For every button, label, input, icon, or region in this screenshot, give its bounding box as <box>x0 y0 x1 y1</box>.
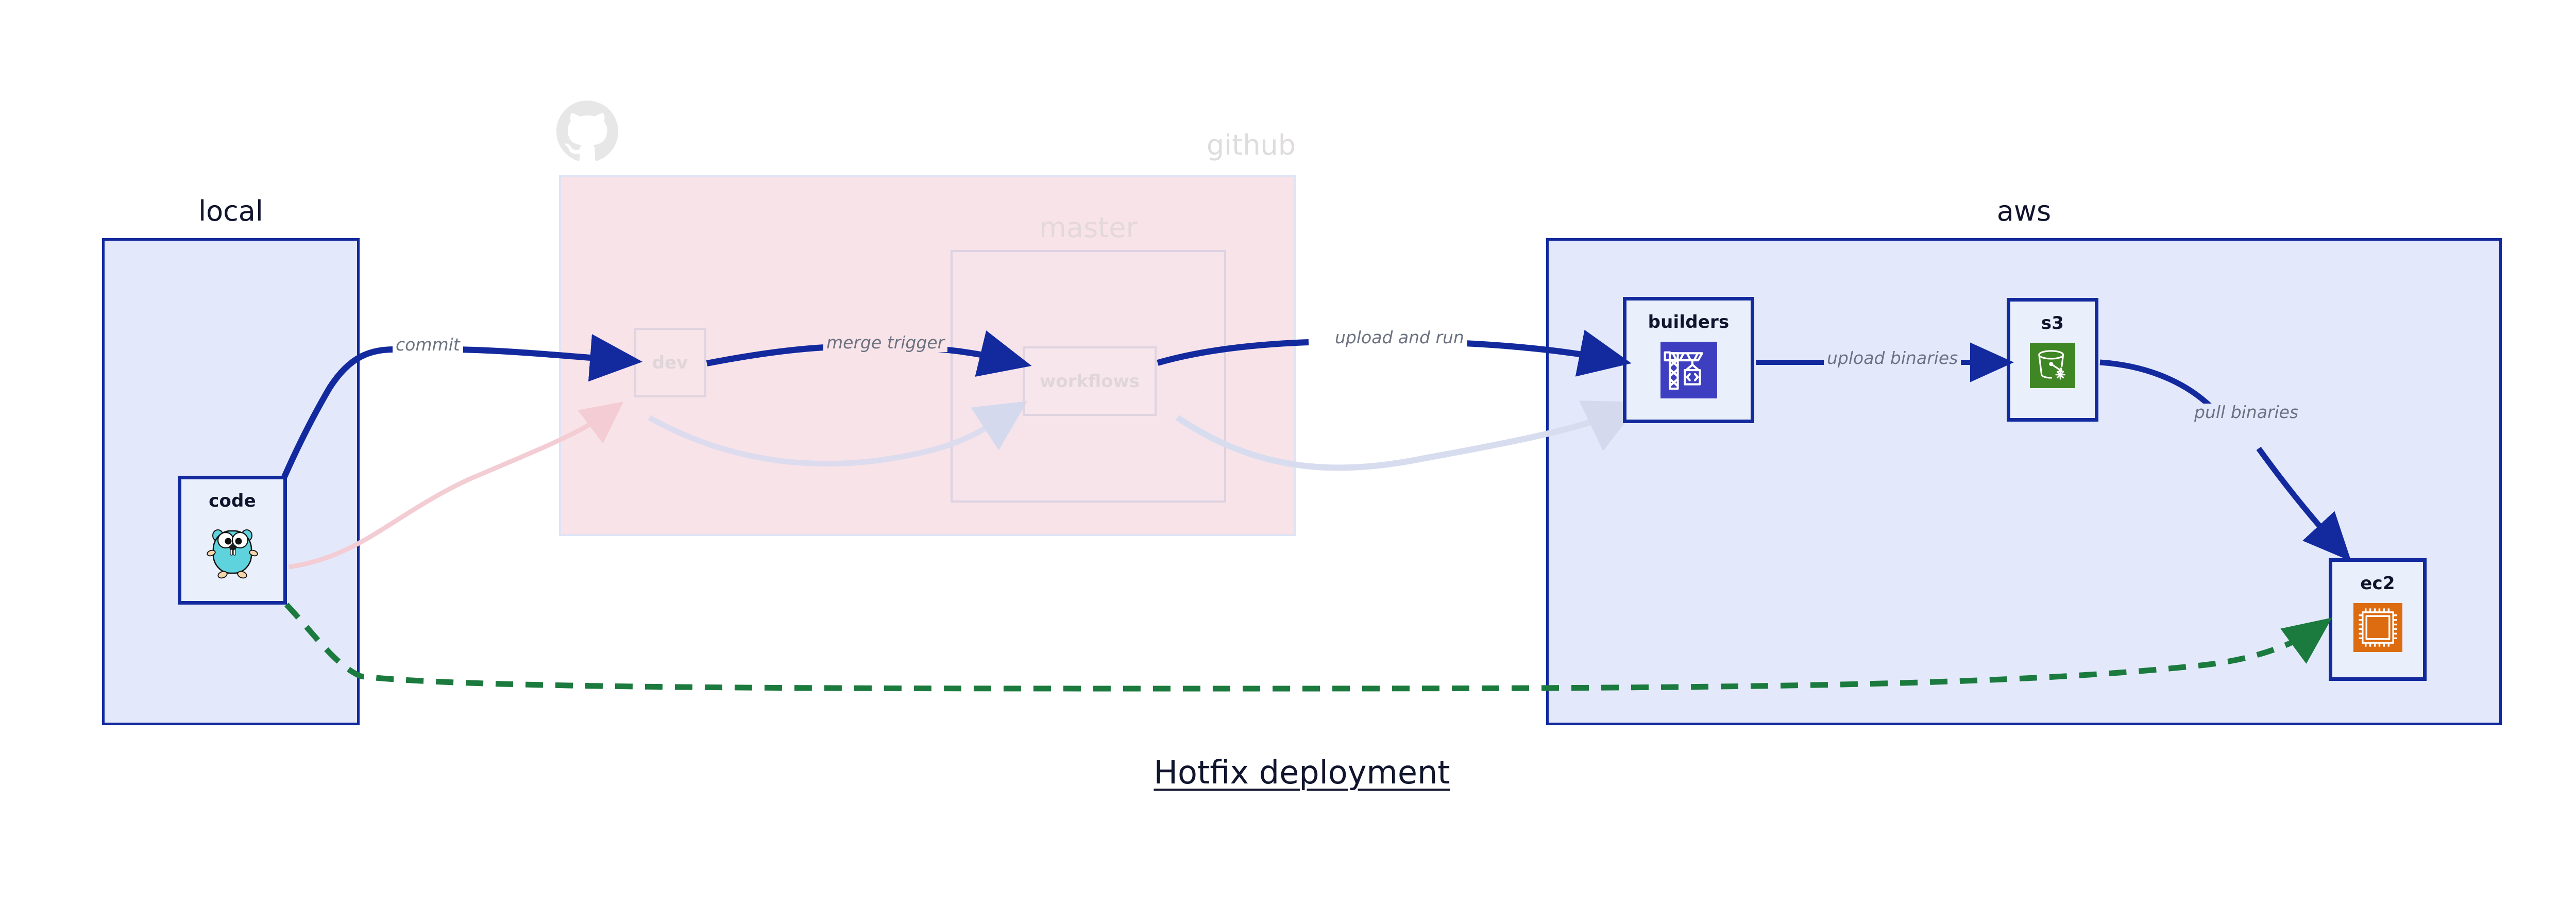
node-dev[interactable]: dev <box>634 328 706 397</box>
node-ec2-label: ec2 <box>2360 573 2395 594</box>
edge-workflows-to-builders[interactable] <box>1157 339 1309 366</box>
group-local-label: local <box>198 195 263 227</box>
aws-s3-bucket-icon <box>2030 343 2075 390</box>
edge-code-to-ec2-hotfix[interactable] <box>284 603 2332 692</box>
edge-code-to-dev[interactable] <box>281 346 395 478</box>
edge-code-to-dev-tail[interactable] <box>453 334 643 382</box>
group-master-label: master <box>1039 211 1138 244</box>
group-github-label: github <box>1206 129 1296 161</box>
edge-label-upload-binaries: upload binaries <box>1824 349 1961 368</box>
group-aws-label: aws <box>1996 195 2052 227</box>
aws-codebuild-crane-icon <box>1660 342 1717 400</box>
edge-s3-to-ec2-tail[interactable] <box>2256 446 2351 561</box>
node-s3[interactable]: s3 <box>2007 298 2098 422</box>
node-workflows[interactable]: workflows <box>1023 346 1157 416</box>
ghost-edge-code-to-dev <box>288 402 624 570</box>
ghost-edge-workflows-to-builders <box>1175 400 1641 471</box>
node-workflows-label: workflows <box>1039 371 1140 392</box>
diagram-title: Hotfix deployment <box>1154 754 1450 791</box>
ghost-edge-dev-to-workflows <box>648 400 1028 467</box>
edge-label-merge-trigger: merge trigger <box>823 333 948 352</box>
edge-label-commit: commit <box>393 336 463 354</box>
aws-ec2-chip-icon <box>2353 603 2402 654</box>
node-s3-label: s3 <box>2041 313 2064 333</box>
go-gopher-icon <box>205 521 260 583</box>
node-code[interactable]: code <box>178 476 287 605</box>
node-builders-label: builders <box>1648 312 1730 332</box>
edge-label-pull-binaries: pull binaries <box>2191 403 2302 422</box>
node-builders[interactable]: builders <box>1623 297 1754 423</box>
node-code-label: code <box>209 491 256 511</box>
node-dev-label: dev <box>652 352 688 373</box>
edge-dev-to-workflows[interactable] <box>706 344 825 366</box>
edge-label-upload-and-run: upload and run <box>1332 328 1467 347</box>
edge-s3-to-ec2[interactable] <box>2099 359 2218 413</box>
github-octocat-icon <box>556 101 618 161</box>
